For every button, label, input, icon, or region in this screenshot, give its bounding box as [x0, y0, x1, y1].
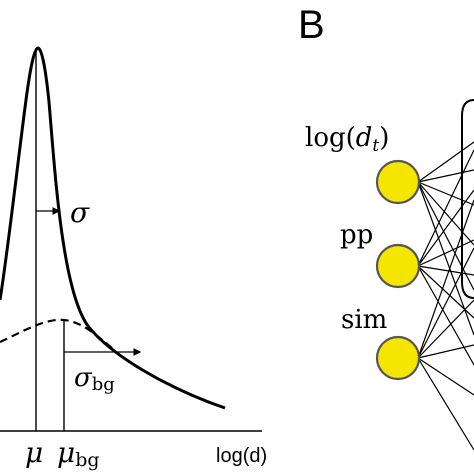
- panel-a: σ σbg μ μbg log(d): [0, 46, 267, 471]
- input-label-log-dt: log(dt): [305, 123, 389, 156]
- edge: [417, 181, 474, 291]
- sigma-label: σ: [70, 196, 90, 229]
- sigma-bg-label: σbg: [74, 363, 115, 395]
- x-axis-label: log(d): [216, 445, 267, 467]
- hidden-layer-box: [461, 99, 474, 299]
- mu-label: μ: [25, 436, 43, 469]
- network-edges: [417, 141, 474, 451]
- input-node-pp: [375, 243, 421, 289]
- mu-bg-label: μbg: [57, 436, 100, 471]
- edge: [417, 357, 474, 451]
- input-label-pp: pp: [340, 220, 373, 250]
- edge: [417, 247, 474, 359]
- edge: [417, 181, 474, 246]
- edge: [417, 199, 474, 359]
- panel-b: B log(d: [298, 3, 474, 451]
- main-distribution-curve: [0, 46, 226, 410]
- edge: [417, 189, 474, 267]
- edge: [417, 141, 474, 183]
- edge: [417, 357, 474, 396]
- edge: [417, 169, 474, 183]
- edge: [417, 265, 474, 276]
- input-node-sim: [375, 335, 421, 381]
- edge: [417, 239, 474, 267]
- edge: [417, 265, 474, 366]
- edge: [417, 181, 474, 206]
- input-node-log-dt: [375, 159, 421, 205]
- edge: [417, 299, 474, 359]
- edge: [417, 344, 474, 359]
- panel-b-label: B: [298, 3, 325, 47]
- input-label-sim: sim: [341, 305, 387, 335]
- edge: [417, 181, 474, 336]
- edge: [417, 149, 474, 267]
